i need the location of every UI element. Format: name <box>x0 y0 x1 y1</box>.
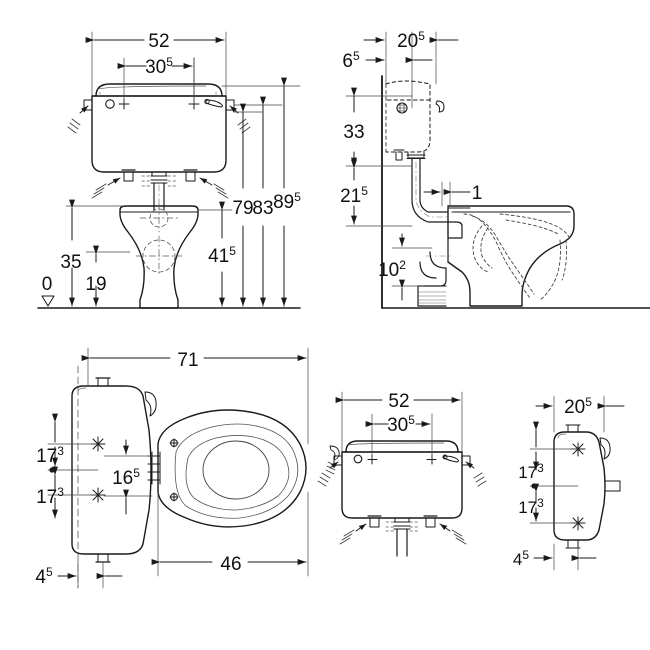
view-front-elevation <box>37 31 301 309</box>
dim-plan-wall-gap-4: 45 <box>35 565 53 588</box>
dim-cistern-side-20: 205 <box>564 395 592 418</box>
dim-plan-seat-46: 46 <box>220 554 241 575</box>
view-cistern-front <box>317 391 487 557</box>
dim-height-41: 415 <box>208 244 236 267</box>
dim-height-79: 79 <box>232 198 253 219</box>
dim-cistern-side-fix-bottom: 173 <box>518 496 544 517</box>
view-cistern-side <box>529 395 625 571</box>
view-plan <box>47 347 340 589</box>
dim-cistern-side-fix-top: 173 <box>518 461 544 482</box>
dim-cistern-side-gap-4: 45 <box>513 548 529 569</box>
dim-height-35: 35 <box>60 252 81 273</box>
dim-side-gap-1: 1 <box>472 183 483 204</box>
dim-height-89: 895 <box>273 190 301 213</box>
dim-side-offset-20: 205 <box>397 29 425 52</box>
dim-side-height-21: 215 <box>340 184 368 207</box>
dim-side-height-33: 33 <box>343 122 364 143</box>
dim-datum-zero: 0 <box>42 274 53 295</box>
dim-plan-length-71: 71 <box>177 350 198 371</box>
dim-cistern-front-30: 305 <box>387 413 415 436</box>
view-side-section <box>345 31 650 309</box>
dim-front-width-overall: 52 <box>148 31 169 52</box>
dim-front-width-fixings: 305 <box>145 55 173 78</box>
dim-height-19: 19 <box>85 274 106 295</box>
dim-side-offset-6: 65 <box>342 49 360 72</box>
dim-plan-centre-16: 165 <box>112 466 140 489</box>
dim-side-outlet-10: 102 <box>378 258 406 281</box>
dim-plan-fix-bottom-17: 173 <box>36 485 64 508</box>
dim-cistern-front-52: 52 <box>388 391 409 412</box>
dim-height-83: 83 <box>252 198 273 219</box>
dim-plan-fix-top-17: 173 <box>36 444 64 467</box>
